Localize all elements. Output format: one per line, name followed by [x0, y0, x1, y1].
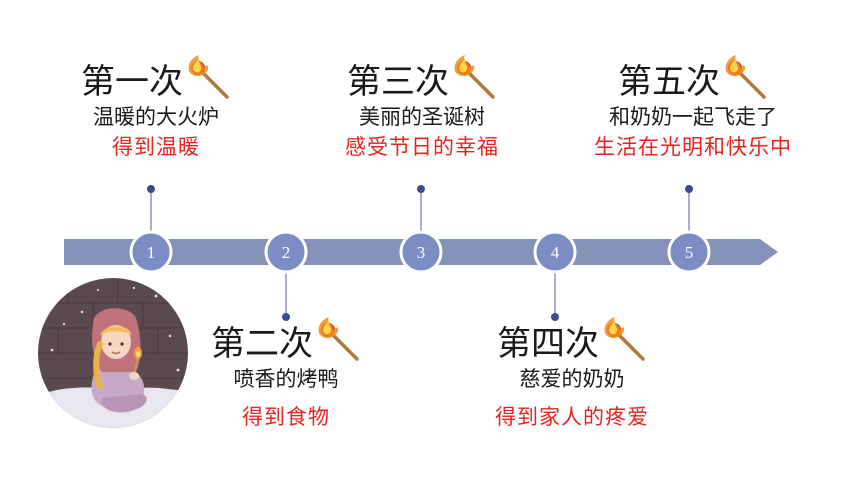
node-1: 1 — [129, 230, 173, 274]
event-2-result: 得到食物 — [242, 405, 330, 429]
connectors — [150, 189, 690, 317]
burning-match-icon — [315, 316, 361, 372]
connector-dot-1 — [147, 185, 155, 193]
event-2: 第二次 喷香的烤鸭 得到食物 — [188, 316, 384, 432]
event-5-title-row: 第五次 — [618, 54, 768, 102]
connector-dots — [147, 185, 693, 321]
event-4-scene: 慈爱的奶奶 — [519, 367, 625, 391]
node-5: 5 — [667, 230, 711, 274]
event-4-title-row: 第四次 — [497, 316, 647, 364]
nodes: 1 2 3 4 5 — [129, 230, 711, 274]
burning-match-icon — [722, 54, 768, 110]
node-number-5: 5 — [685, 243, 694, 262]
event-1-title: 第一次 — [81, 62, 183, 102]
burning-match-icon — [185, 54, 231, 110]
event-2-title-row: 第二次 — [211, 316, 361, 364]
node-number-4: 4 — [551, 243, 560, 262]
connector-dot-4 — [551, 313, 559, 321]
node-3: 3 — [399, 230, 443, 274]
node-4: 4 — [533, 230, 577, 274]
event-3-title-row: 第三次 — [347, 54, 497, 102]
event-3: 第三次 美丽的圣诞树 感受节日的幸福 — [302, 54, 542, 162]
event-3-title: 第三次 — [347, 62, 449, 102]
node-2: 2 — [264, 230, 308, 274]
event-3-result: 感受节日的幸福 — [345, 135, 499, 159]
node-number-2: 2 — [282, 243, 291, 262]
burning-match-icon — [601, 316, 647, 372]
event-4-result: 得到家人的疼爱 — [495, 405, 649, 429]
event-4: 第四次 慈爱的奶奶 得到家人的疼爱 — [452, 316, 692, 432]
match-girl-illustration — [38, 278, 188, 428]
event-5-scene: 和奶奶一起飞走了 — [609, 105, 777, 129]
event-2-title: 第二次 — [211, 324, 313, 364]
event-5: 第五次 和奶奶一起飞走了 生活在光明和快乐中 — [548, 54, 838, 162]
node-number-1: 1 — [147, 243, 156, 262]
connector-dot-2 — [282, 313, 290, 321]
event-3-scene: 美丽的圣诞树 — [359, 105, 485, 129]
event-1-scene: 温暖的大火炉 — [93, 105, 219, 129]
burning-match-icon — [451, 54, 497, 110]
event-4-title: 第四次 — [497, 324, 599, 364]
event-1-title-row: 第一次 — [81, 54, 231, 102]
connector-dot-3 — [417, 185, 425, 193]
node-number-3: 3 — [417, 243, 426, 262]
event-5-title: 第五次 — [618, 62, 720, 102]
event-2-scene: 喷香的烤鸭 — [233, 367, 339, 391]
event-1-result: 得到温暖 — [112, 135, 200, 159]
event-5-result: 生活在光明和快乐中 — [594, 135, 792, 159]
connector-dot-5 — [685, 185, 693, 193]
event-1: 第一次 温暖的大火炉 得到温暖 — [58, 54, 254, 162]
